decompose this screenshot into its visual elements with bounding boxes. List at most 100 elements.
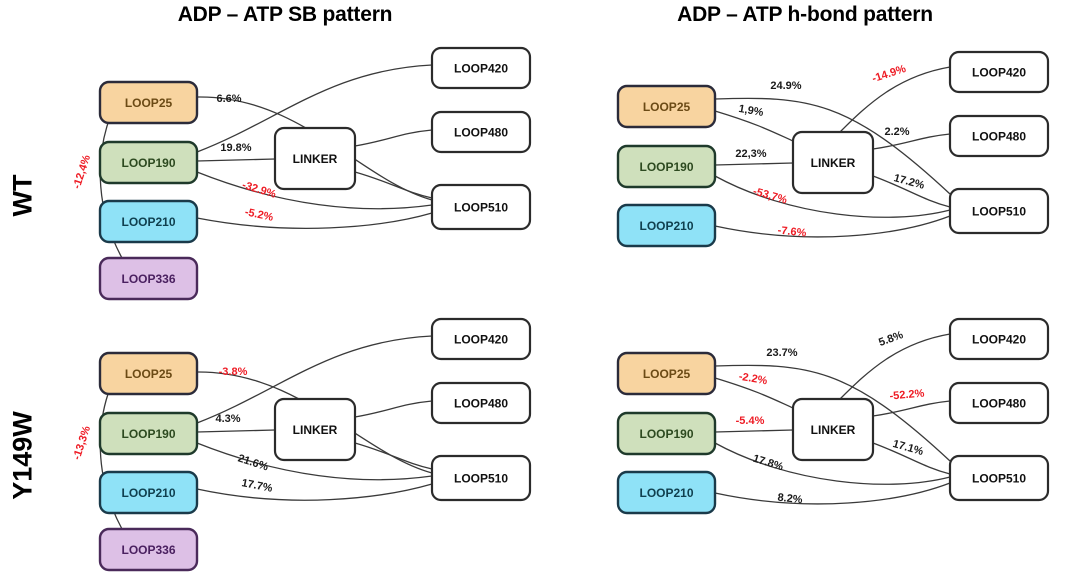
node-label-loop510: LOOP510 — [454, 472, 508, 486]
panel-y149w-hbond: LOOP25LOOP190LOOP210LINKERLOOP420LOOP480… — [616, 317, 1050, 515]
node-loop480[interactable] — [430, 110, 532, 154]
node-loop25[interactable] — [98, 80, 199, 125]
node-label-loop510: LOOP510 — [454, 201, 508, 215]
node-loop420[interactable] — [948, 317, 1050, 361]
edge-linker-loop480 — [872, 133, 951, 150]
node-linker[interactable] — [273, 126, 357, 191]
edge-loop190-linker-label: -5.4% — [736, 415, 765, 427]
edge-loop190-loop510 — [196, 442, 433, 481]
panel-title-sb: ADP – ATP SB pattern — [177, 3, 393, 26]
edge-linker-loop480 — [354, 129, 433, 147]
edge-loop190-loop510 — [196, 171, 433, 210]
node-label-loop190: LOOP190 — [639, 160, 693, 174]
node-label-loop210: LOOP210 — [639, 486, 693, 500]
edge-linker-loop420-label: 5.8% — [877, 329, 905, 349]
node-loop25[interactable] — [98, 351, 199, 396]
panel-title-hbond: ADP – ATP h-bond pattern — [677, 3, 933, 26]
edge-linker-loop480 — [354, 400, 433, 418]
edge-loop25-linker-label: -2.2% — [738, 371, 769, 388]
edge-loop210-loop510-label: -7.6% — [777, 225, 807, 240]
edge-loop25-linker-label: 1,9% — [738, 103, 765, 119]
node-loop510[interactable] — [430, 183, 532, 231]
node-loop336[interactable] — [98, 527, 199, 572]
edge-linker-loop510-label: 17.2% — [892, 172, 925, 192]
node-loop480[interactable] — [948, 381, 1050, 425]
edge-loop210-loop510 — [196, 483, 433, 501]
node-label-loop25: LOOP25 — [125, 367, 173, 381]
node-loop210[interactable] — [98, 470, 199, 515]
node-loop420[interactable] — [948, 50, 1050, 94]
node-loop210[interactable] — [616, 470, 717, 515]
edge-linker-loop480-label: -52.2% — [889, 387, 925, 402]
node-label-loop480: LOOP480 — [454, 397, 508, 411]
edge-linker-loop480-label: 2.2% — [884, 126, 909, 138]
edge-loop190-linker — [714, 162, 794, 166]
edge-linker-loop480 — [872, 400, 951, 417]
node-label-loop25: LOOP25 — [643, 100, 691, 114]
node-loop510[interactable] — [948, 187, 1050, 235]
edge-loop25-loop510 — [714, 364, 951, 462]
edge-linker-loop420 — [839, 333, 951, 400]
edge-loop25-linker — [714, 110, 794, 142]
node-loop190[interactable] — [616, 144, 717, 189]
node-label-loop510: LOOP510 — [972, 472, 1026, 486]
edge-loop190-linker — [714, 429, 794, 433]
node-linker[interactable] — [791, 130, 875, 195]
edge-loop25-loop510-label: 6.6% — [216, 93, 241, 105]
edge-loop25-loop336-label: -13,3% — [71, 424, 93, 461]
panel-y149w-sb: LOOP25LOOP190LOOP210LOOP336LINKERLOOP420… — [71, 317, 532, 572]
edge-loop190-loop510-label: -53,7% — [752, 185, 789, 206]
edge-linker-loop510 — [354, 442, 433, 470]
node-loop190[interactable] — [98, 411, 199, 456]
node-label-loop336: LOOP336 — [121, 543, 175, 557]
node-label-linker: LINKER — [293, 152, 338, 166]
node-label-linker: LINKER — [811, 156, 856, 170]
edge-loop25-loop510-label: -3.8% — [219, 366, 248, 378]
node-label-loop480: LOOP480 — [454, 126, 508, 140]
edge-loop210-loop510 — [196, 212, 433, 229]
edge-loop190-loop510 — [714, 175, 951, 218]
edge-loop190-loop510-label: 17.8% — [751, 453, 785, 474]
node-loop190[interactable] — [98, 140, 199, 185]
node-label-loop210: LOOP210 — [639, 219, 693, 233]
edge-loop25-loop510-label: 23.7% — [766, 347, 797, 359]
node-loop480[interactable] — [948, 114, 1050, 158]
edge-loop25-loop510-label: 24.9% — [770, 80, 801, 92]
node-linker[interactable] — [273, 397, 357, 462]
node-label-linker: LINKER — [811, 423, 856, 437]
node-label-loop25: LOOP25 — [125, 96, 173, 110]
edge-loop210-loop510 — [714, 215, 951, 238]
edge-linker-loop420 — [839, 66, 951, 133]
node-label-loop210: LOOP210 — [121, 486, 175, 500]
node-label-loop210: LOOP210 — [121, 215, 175, 229]
node-label-loop190: LOOP190 — [639, 427, 693, 441]
node-loop336[interactable] — [98, 256, 199, 301]
node-label-loop480: LOOP480 — [972, 397, 1026, 411]
node-label-loop480: LOOP480 — [972, 130, 1026, 144]
edge-linker-loop510-label: 17.1% — [891, 438, 925, 458]
node-loop210[interactable] — [98, 199, 199, 244]
node-loop190[interactable] — [616, 411, 717, 456]
edge-loop190-linker — [196, 429, 276, 433]
edge-loop25-loop336-label: -12,4% — [71, 153, 93, 190]
edge-loop25-loop510 — [714, 97, 951, 195]
node-loop420[interactable] — [430, 317, 532, 361]
edge-loop190-loop510-label: 21.6% — [236, 452, 270, 473]
node-loop25[interactable] — [616, 84, 717, 129]
node-label-loop420: LOOP420 — [972, 333, 1026, 347]
node-loop420[interactable] — [430, 46, 532, 90]
node-loop210[interactable] — [616, 203, 717, 248]
edge-loop190-loop510 — [714, 442, 951, 485]
node-linker[interactable] — [791, 397, 875, 462]
node-loop510[interactable] — [948, 454, 1050, 502]
panel-wt-sb: LOOP25LOOP190LOOP210LOOP336LINKERLOOP420… — [71, 46, 532, 301]
node-loop510[interactable] — [430, 454, 532, 502]
panel-wt-hbond: LOOP25LOOP190LOOP210LINKERLOOP420LOOP480… — [616, 50, 1050, 248]
node-loop480[interactable] — [430, 381, 532, 425]
node-loop25[interactable] — [616, 351, 717, 396]
node-label-loop420: LOOP420 — [454, 62, 508, 76]
edge-loop190-loop510-label: -32.9% — [241, 179, 278, 201]
node-label-loop190: LOOP190 — [121, 156, 175, 170]
